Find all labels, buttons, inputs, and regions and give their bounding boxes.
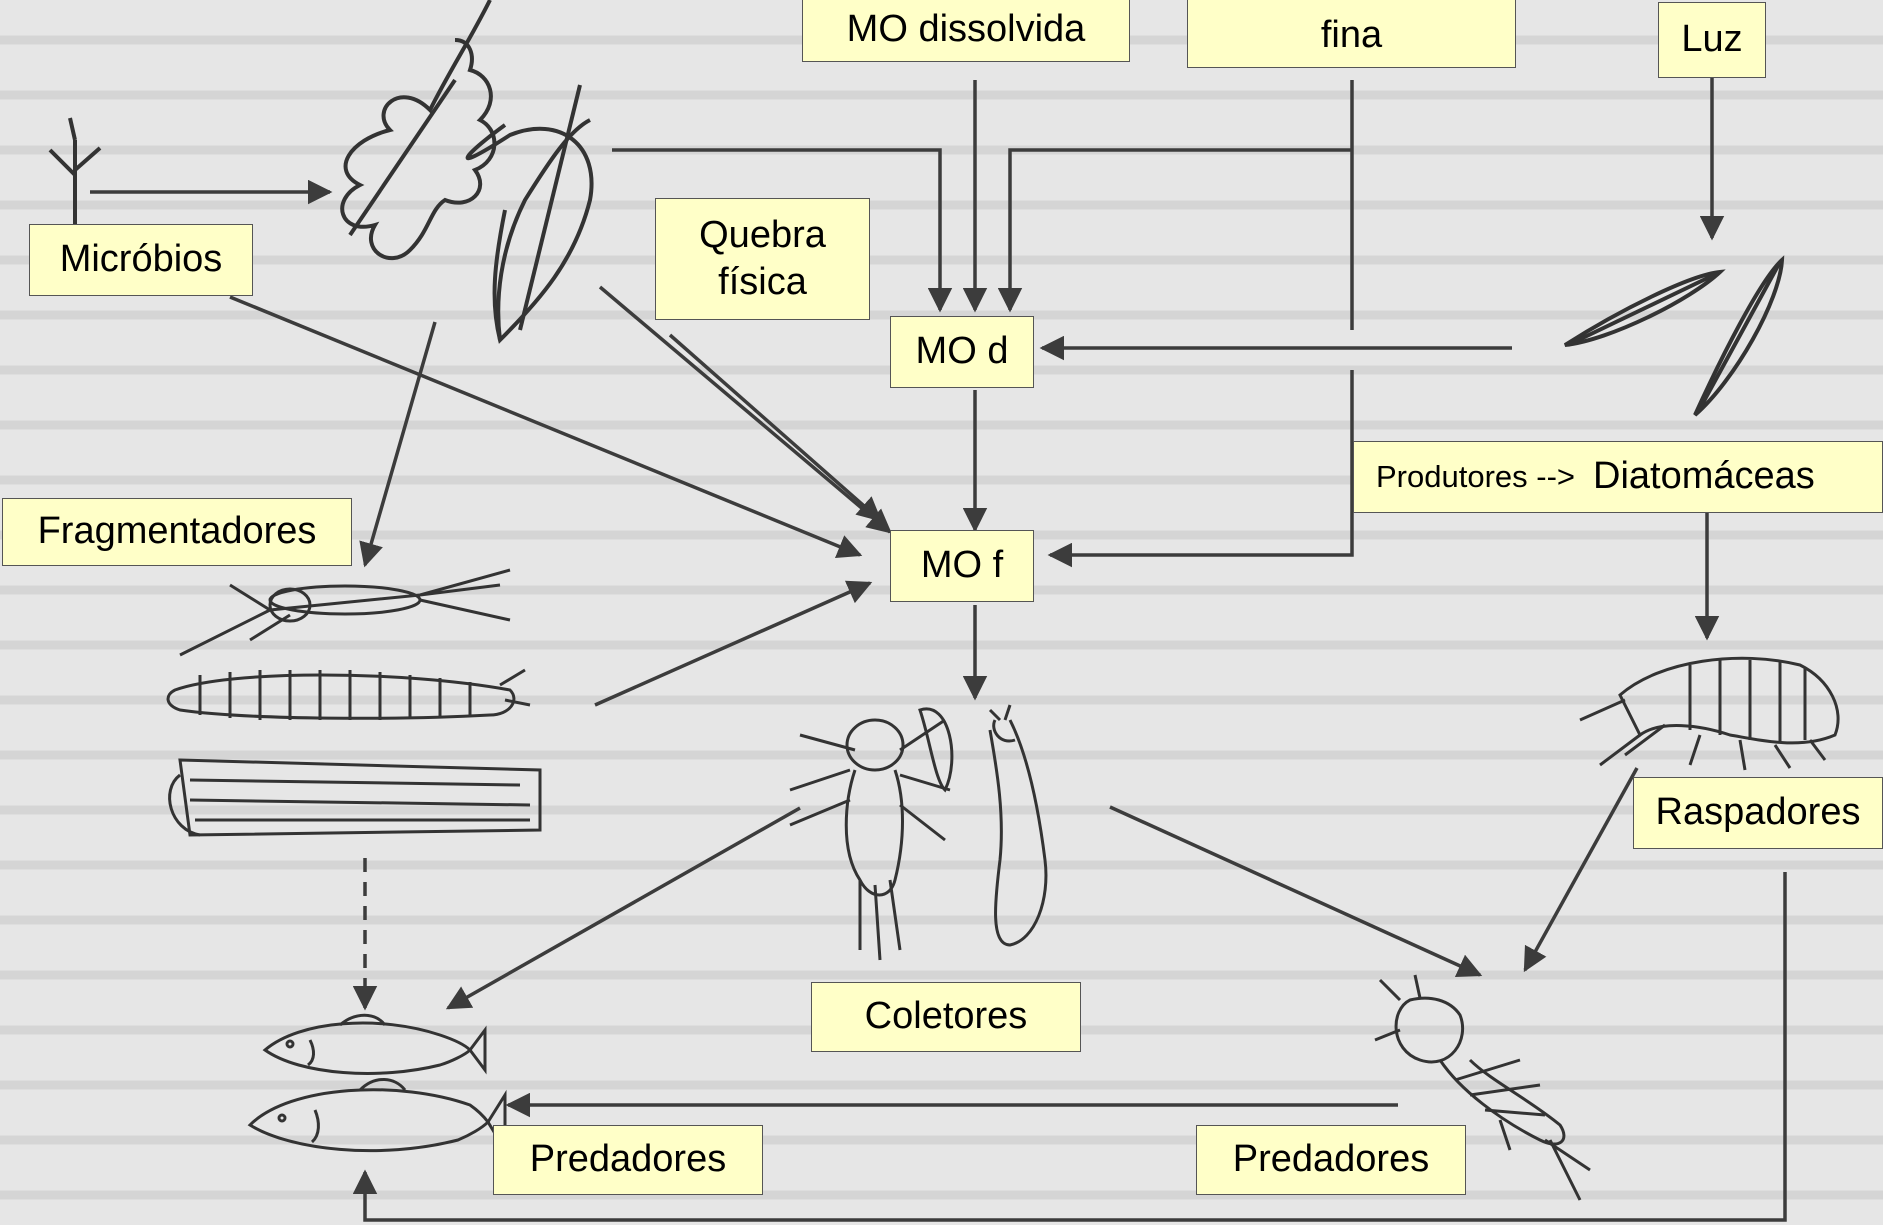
arrow-leaf-to-mof — [598, 285, 892, 534]
label-coletores: Coletores — [811, 982, 1081, 1052]
label-predadores-left: Predadores — [493, 1125, 763, 1195]
arrow-leaf-to-mod-a — [612, 148, 953, 313]
label-mo-f: MO f — [890, 530, 1034, 602]
label-mo-dissolvida: MO dissolvida — [802, 0, 1130, 62]
predator-insect-right-drawing — [1374, 974, 1591, 1201]
label-produtores-diatomaceas: Produtores --> Diatomáceas — [1353, 441, 1883, 513]
arrow-fine-to-mof — [1047, 370, 1354, 568]
label-raspadores: Raspadores — [1633, 777, 1883, 849]
diatom-drawing — [1563, 255, 1785, 417]
background-texture — [0, 35, 1883, 1200]
oak-leaf-drawing — [340, 0, 497, 261]
label-microbios: Micróbios — [29, 224, 253, 296]
label-quebra-fisica-line2: física — [718, 261, 807, 303]
label-mo-d: MO d — [890, 316, 1034, 388]
arrows — [90, 65, 1787, 1222]
label-quebra-fisica-line1: Quebra — [699, 213, 826, 256]
elongated-leaf-drawing — [465, 84, 594, 344]
arrow-raspadores-to-predator — [1523, 767, 1639, 973]
label-luz: Luz — [1658, 2, 1766, 78]
arrow-leaf-to-fragmentadores — [359, 321, 437, 568]
arrow-fragmentadores-to-mof — [594, 580, 873, 707]
label-mo-particulada-fina-text: fina — [1320, 14, 1383, 57]
label-mo-particulada-fina: fina — [1187, 0, 1516, 68]
arrow-coletores-to-fish — [445, 806, 801, 1010]
label-predadores-right: Predadores — [1196, 1125, 1466, 1195]
arrow-microbes-to-mof — [229, 295, 863, 558]
label-diatomaceas: Diatomáceas — [1593, 455, 1815, 498]
collector-insects-drawing — [789, 704, 1048, 961]
arrow-raspadores-to-fish-loop — [352, 872, 1787, 1222]
arrow-fine-to-mod — [997, 148, 1352, 313]
label-produtores-prefix: Produtores --> — [1376, 459, 1576, 495]
arrow-quebra-to-mof — [668, 333, 882, 522]
label-fragmentadores: Fragmentadores — [2, 498, 352, 566]
label-quebra-fisica: Quebra física — [655, 198, 870, 320]
scraper-insect-drawing — [1579, 656, 1840, 771]
shredder-insects-drawing — [166, 568, 542, 837]
arrow-coletores-to-predator — [1109, 805, 1483, 978]
twig-drawing — [48, 117, 102, 225]
